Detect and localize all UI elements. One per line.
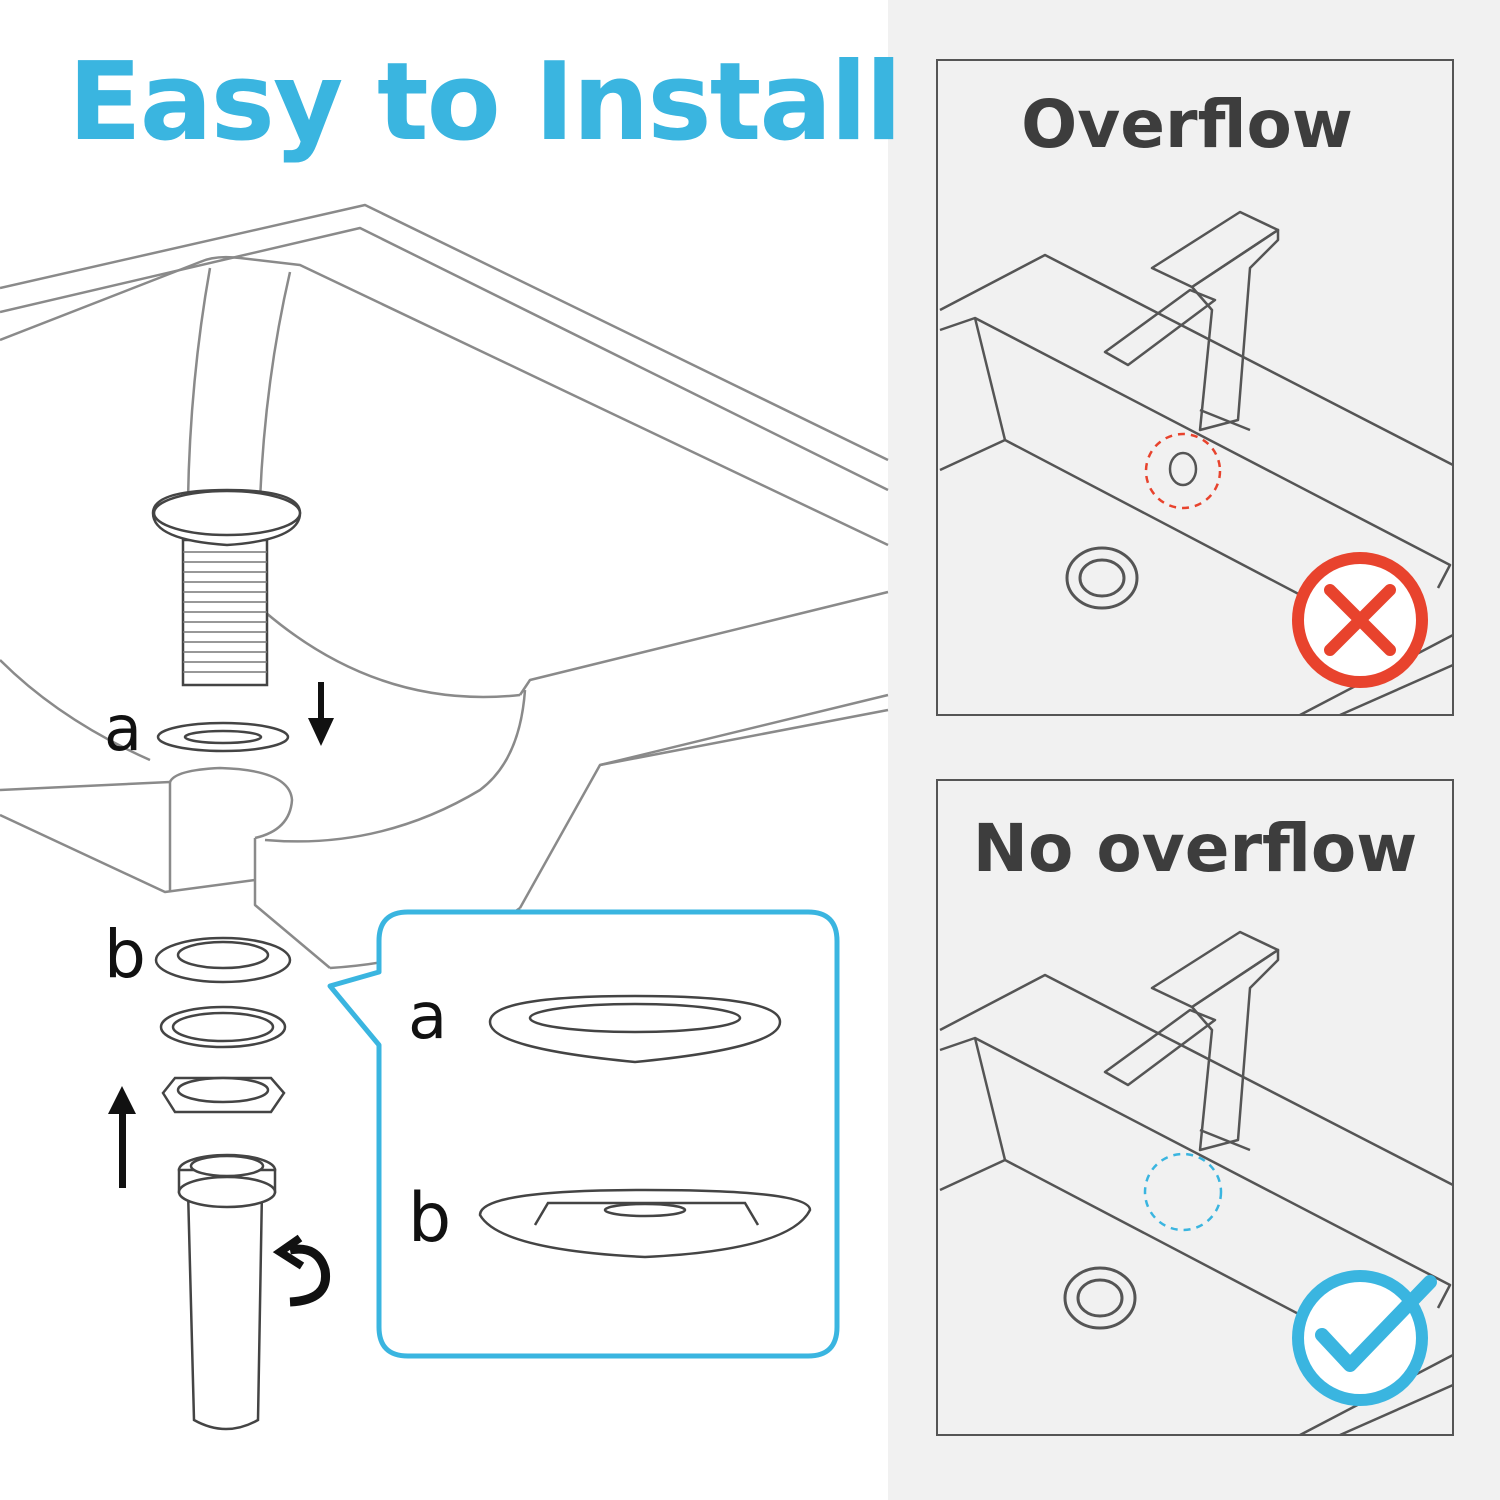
panel-no-overflow-title: No overflow — [972, 810, 1418, 887]
detail-callout — [327, 909, 840, 1359]
detail-gasket-a — [488, 994, 782, 1064]
tail-pipe — [186, 1189, 264, 1431]
drain-assembly — [151, 488, 302, 1431]
no-overflow-highlight — [1143, 1152, 1223, 1232]
sink-top-illustration — [939, 210, 1454, 717]
rotate-arrow-icon — [272, 1234, 331, 1307]
arrow-up-icon — [108, 1086, 136, 1188]
sink-top-illustration — [939, 930, 1454, 1437]
overflow-hole — [1168, 451, 1198, 487]
detail-gasket-b — [478, 1188, 812, 1259]
page-title: Easy to Install — [68, 40, 902, 165]
drain-icon — [1063, 1266, 1137, 1330]
cross-icon — [1292, 552, 1428, 688]
panel-overflow-title: Overflow — [1021, 86, 1353, 163]
arrow-down-icon — [308, 682, 334, 746]
overflow-highlight — [1144, 432, 1222, 510]
callout-b-label: b — [408, 1179, 452, 1258]
callout-a-label: a — [408, 980, 448, 1054]
sink-illustration — [0, 203, 889, 970]
panel-no-overflow — [936, 779, 1454, 1437]
panel-overflow — [936, 59, 1454, 717]
drain-icon — [1065, 546, 1139, 610]
part-a-label: a — [104, 692, 142, 765]
part-b-label: b — [104, 916, 146, 993]
check-icon — [1292, 1270, 1437, 1406]
